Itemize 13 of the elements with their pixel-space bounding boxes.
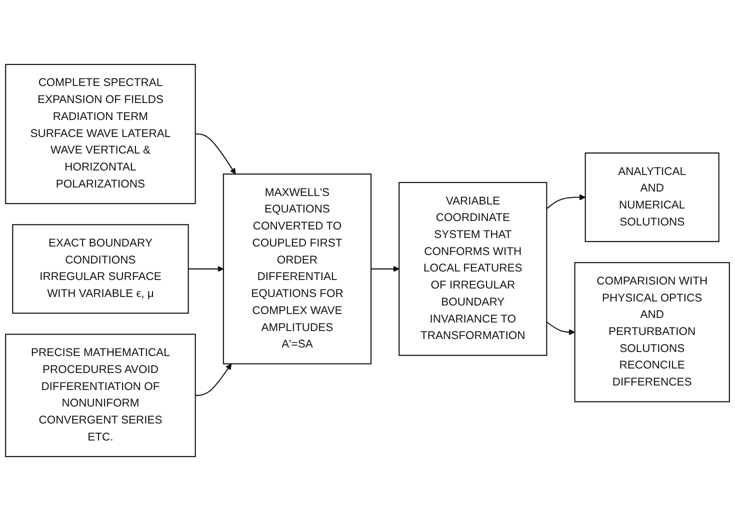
arrow bbox=[188, 266, 224, 272]
node-box: PRECISE MATHEMATICAL PROCEDURES AVOID DIFFERENTIATION OF NONUNIFORM CONVERGENT SERIES ETC. bbox=[5, 334, 196, 458]
node-box: VARIABLE COORDINATE SYSTEM THAT CONFORMS WITH LOCAL FEATURES OF IRREGULAR BOUNDARY INVARIANCE TO TRANSFORMATION bbox=[398, 182, 548, 356]
node-box: COMPLETE SPECTRAL EXPANSION OF FIELDS RADIATION TERM SURFACE WAVE LATERAL WAVE VERTICAL & HORIZONTAL POLARIZATIONS bbox=[5, 64, 196, 204]
arrow bbox=[546, 322, 576, 336]
node-box: EXACT BOUNDARY CONDITIONS IRREGULAR SURFACE WITH VARIABLE ϵ, μ bbox=[12, 224, 189, 314]
arrow bbox=[195, 134, 236, 174]
arrow bbox=[195, 364, 232, 396]
node-box: MAXWELL'S EQUATIONS CONVERTED TO COUPLED FIRST ORDER DIFFERENTIAL EQUATIONS FOR COMPLEX WAVE AMPLITUDES A'=SA bbox=[222, 174, 372, 364]
node-box: ANALYTICAL AND NUMERICAL SOLUTIONS bbox=[584, 152, 720, 242]
arrow bbox=[371, 266, 400, 272]
node-box: COMPARISION WITH PHYSICAL OPTICS AND PERTURBATION SOLUTIONS RECONCILE DIFFERENCES bbox=[574, 262, 730, 402]
arrow bbox=[546, 194, 586, 210]
